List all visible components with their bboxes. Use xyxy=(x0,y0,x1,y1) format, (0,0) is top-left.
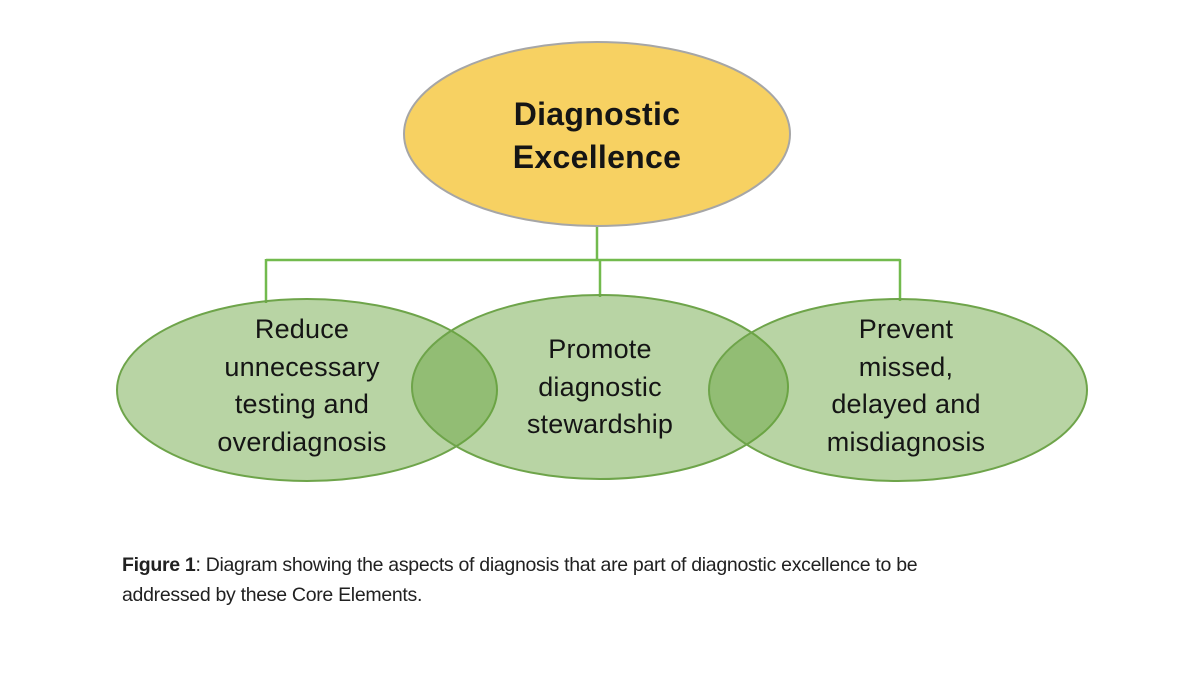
node-label-diagnostic-excellence: Diagnostic Excellence xyxy=(512,96,682,175)
branch-ellipse-reduce-testing xyxy=(116,298,498,482)
node-label-promote-stewardship: Promote diagnostic stewardship xyxy=(526,333,674,439)
connector-lines xyxy=(264,226,902,303)
root-ellipse-diagnostic-excellence xyxy=(403,41,791,227)
caption-text-line-1: : Diagram showing the aspects of diagnos… xyxy=(195,554,918,576)
figure-caption: Figure 1: Diagram showing the aspects of… xyxy=(122,551,1042,610)
node-label-prevent-misdiagnosis: Prevent missed, delayed and misdiagnosis xyxy=(826,314,986,457)
branch-ellipse-prevent-misdiagnosis xyxy=(708,298,1088,482)
figure-number-label: Figure 1 xyxy=(122,554,196,576)
caption-line-1: Figure 1: Diagram showing the aspects of… xyxy=(122,551,1042,581)
node-label-reduce-testing: Reduce unnecessary testing and overdiagn… xyxy=(217,314,387,457)
branch-ellipse-promote-stewardship xyxy=(411,294,789,480)
caption-line-2: addressed by these Core Elements. xyxy=(122,583,423,606)
